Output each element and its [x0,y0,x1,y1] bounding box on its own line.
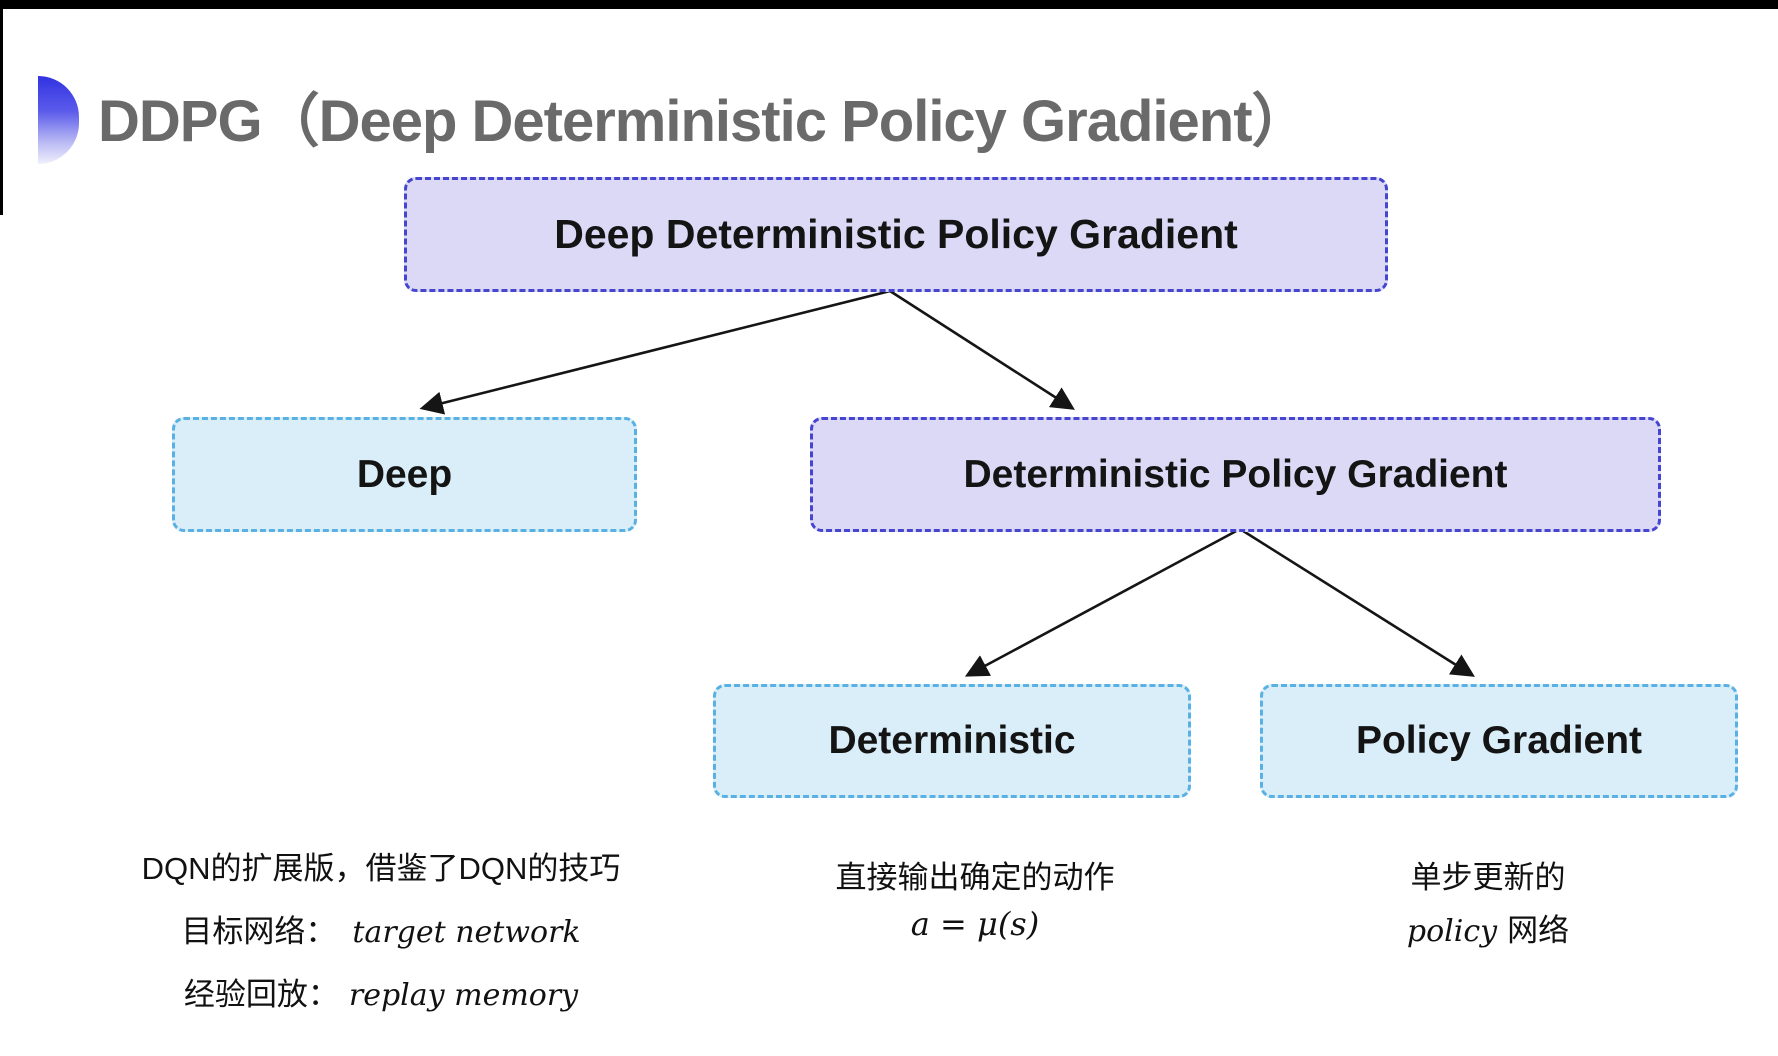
note-det-formula: a = μ(s) [910,905,1040,943]
node-deterministic-policy-gradient: Deterministic Policy Gradient [810,417,1661,532]
note-deep-line2: 目标网络： target network [81,906,681,951]
note-pg-line2: policy 网络 [1288,905,1688,950]
page-title: DDPG（Deep Deterministic Policy Gradient） [98,89,1310,154]
edge-root-dpg [889,289,1075,410]
edge-dpg-pg [1239,527,1475,677]
node-deterministic: Deterministic [713,684,1191,798]
top-black-bar [0,0,1778,9]
policy-word: policy [1406,914,1498,949]
half-circle-gradient-icon [38,76,79,164]
left-black-edge [0,0,3,215]
node-label: Deterministic [828,719,1076,762]
replay-memory-label: 经验回放： [183,977,339,1012]
network-word: 网络 [1507,913,1570,948]
node-policy-gradient: Policy Gradient [1260,684,1738,798]
target-network-label: 目标网络： [181,914,337,949]
node-deep: Deep [172,417,637,532]
note-pg-line1: 单步更新的 [1410,860,1566,895]
note-policy-gradient: 单步更新的 policy 网络 [1288,852,1688,968]
replay-memory-value: replay memory [348,978,579,1013]
note-deterministic: 直接输出确定的动作 a = μ(s) [775,852,1175,961]
node-label: Deterministic Policy Gradient [963,452,1508,496]
edge-dpg-det [964,527,1241,677]
note-deep-line1: DQN的扩展版，借鉴了DQN的技巧 [141,851,621,886]
note-det-line1: 直接输出确定的动作 [835,860,1115,895]
note-deep: DQN的扩展版，借鉴了DQN的技巧 目标网络： target network 经验… [81,843,681,1032]
node-label: Deep [356,452,453,496]
node-deep-deterministic-policy-gradient: Deep Deterministic Policy Gradient [404,177,1388,292]
node-label: Deep Deterministic Policy Gradient [554,211,1238,257]
target-network-value: target network [352,915,581,950]
node-label: Policy Gradient [1355,719,1643,762]
note-deep-line3: 经验回放： replay memory [81,969,681,1014]
edge-root-deep [419,289,891,415]
